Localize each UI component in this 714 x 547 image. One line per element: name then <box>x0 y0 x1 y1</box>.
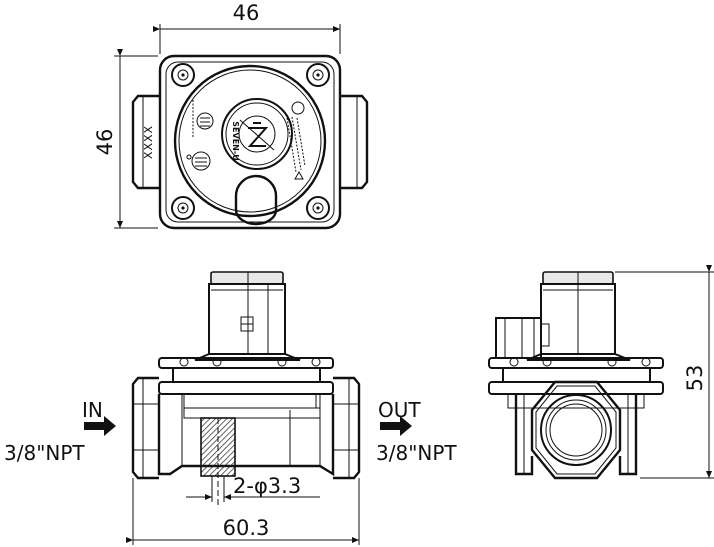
outlet-label: OUT <box>378 398 421 422</box>
top-housing <box>158 54 342 230</box>
cert-mark-upper-icon <box>196 112 214 130</box>
top-width-dimension: 46 <box>153 1 341 54</box>
brand-marking: SEVEN-U <box>231 121 240 160</box>
side-height-dimension: 53 <box>615 265 714 479</box>
mounting-holes-value: 2-φ3.3 <box>233 474 301 498</box>
inlet-label: IN <box>82 398 103 422</box>
inlet-thread-label: 3/8"NPT <box>4 441 85 465</box>
top-height-value: 46 <box>93 129 117 156</box>
top-diaphragm-disk <box>173 64 327 218</box>
front-width-dimension: 60.3 <box>126 478 360 545</box>
side-code: XXXX <box>142 125 155 159</box>
front-inlet-port <box>131 376 159 480</box>
side-outlet-hex <box>530 380 622 480</box>
cert-mark-right-icon <box>291 101 305 115</box>
top-vent-cap <box>234 174 278 226</box>
top-height-dimension: 46 <box>93 49 158 229</box>
logo-icon <box>247 122 269 147</box>
side-outlet-bore <box>540 394 612 466</box>
top-outlet-port <box>340 94 369 190</box>
front-view: 2-φ3.3 60.3 IN 3/8"NPT OUT 3/8"NPT <box>4 271 457 545</box>
outlet-thread-label: 3/8"NPT <box>376 441 457 465</box>
side-view: 53 <box>488 265 714 480</box>
front-bonnet-cap <box>210 271 284 285</box>
mounting-holes-dimension: 2-φ3.3 <box>186 474 320 502</box>
front-lower-body <box>157 394 335 477</box>
top-view: 46 46 SEVE <box>93 1 369 230</box>
cert-mark-lower-icon <box>191 151 211 171</box>
top-corner-bolts <box>171 63 330 220</box>
warning-triangle-icon <box>294 170 304 180</box>
outlet-arrow-icon <box>380 416 412 436</box>
rating-text-lines <box>192 100 306 173</box>
side-height-value: 53 <box>683 365 707 392</box>
front-bonnet <box>208 283 286 355</box>
top-width-value: 46 <box>233 1 260 25</box>
inlet-arrow-icon <box>84 416 116 436</box>
front-width-value: 60.3 <box>223 516 270 540</box>
top-bonnet <box>221 98 293 170</box>
top-inlet-port <box>131 94 160 190</box>
front-outlet-port <box>333 376 361 480</box>
